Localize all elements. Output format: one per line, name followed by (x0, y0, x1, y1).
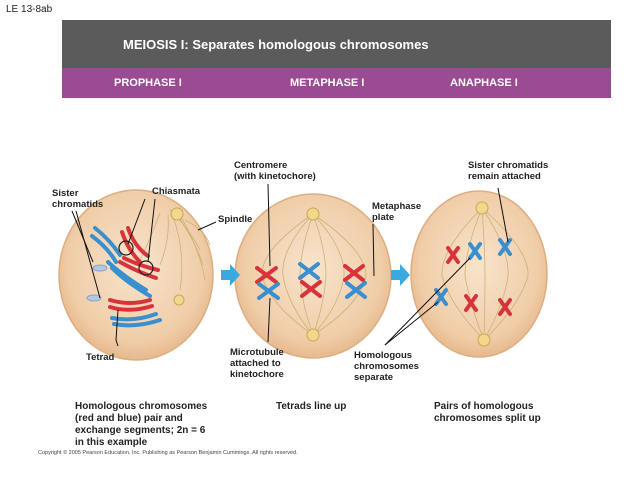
anaphase-cell (410, 190, 548, 358)
metaphase-cell (234, 193, 392, 359)
phase-label-metaphase: METAPHASE I (290, 77, 365, 89)
label-microtubule: Microtubule attached to kinetochore (230, 347, 284, 380)
phase-label-anaphase: ANAPHASE I (450, 77, 518, 89)
label-tetrad: Tetrad (86, 352, 115, 363)
leader-lines (71, 183, 509, 347)
caption-anaphase: Pairs of homologous chromosomes split up (434, 401, 541, 424)
phase-label-prophase: PROPHASE I (114, 77, 182, 89)
phase-arrows (221, 264, 410, 286)
label-centromere: Centromere (with kinetochore) (234, 160, 316, 182)
prophase-cell (58, 189, 214, 361)
header: MEIOSIS I: Separates homologous chromoso… (62, 20, 611, 98)
label-sister-chromatids: Sister chromatids (52, 188, 104, 210)
phase-bar: PROPHASE I METAPHASE I ANAPHASE I (62, 68, 611, 98)
caption-prophase: Homologous chromosomes (red and blue) pa… (75, 401, 208, 448)
slide-id: LE 13-8ab (6, 4, 53, 15)
label-homologous-separate: Homologous chromosomes separate (354, 350, 419, 383)
label-metaphase-plate: Metaphase plate (372, 201, 422, 223)
page-title: MEIOSIS I: Separates homologous chromoso… (123, 36, 429, 52)
copyright: Copyright © 2005 Pearson Education, Inc.… (38, 450, 298, 456)
label-chiasmata: Chiasmata (152, 186, 201, 197)
label-sister-remain: Sister chromatids remain attached (468, 160, 549, 182)
label-spindle: Spindle (218, 214, 253, 225)
caption-metaphase: Tetrads line up (276, 401, 347, 412)
title-bar: MEIOSIS I: Separates homologous chromoso… (62, 20, 611, 68)
